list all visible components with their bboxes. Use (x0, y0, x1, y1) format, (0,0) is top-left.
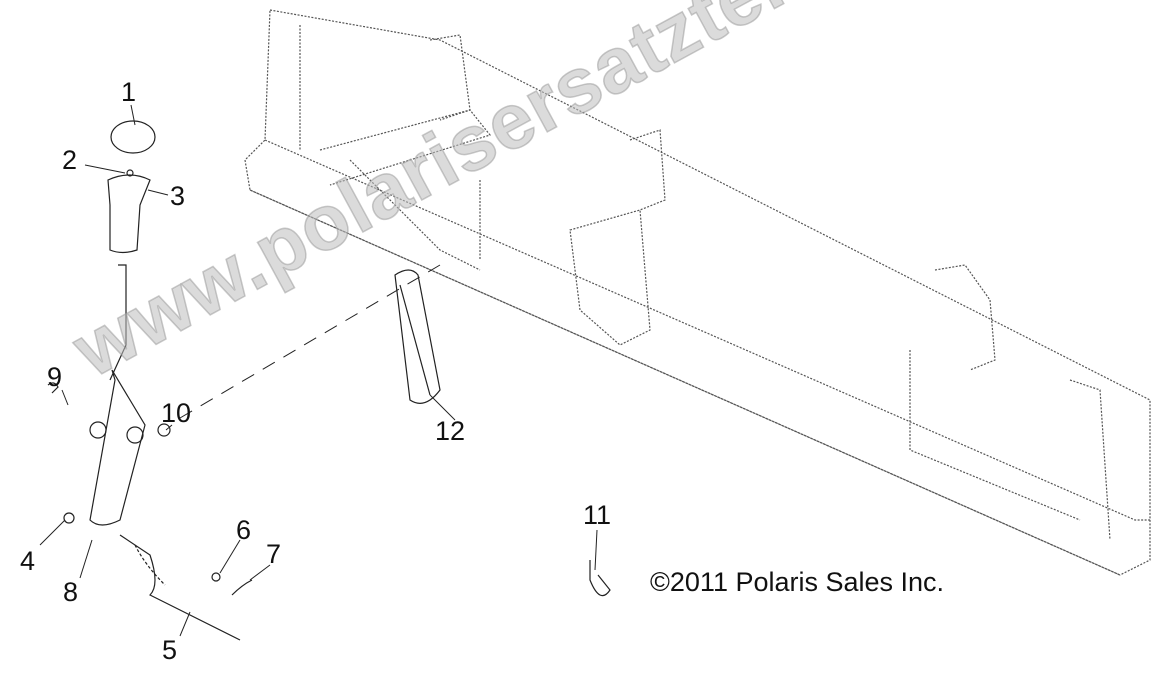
callout-8: 8 (63, 577, 79, 607)
clip-11 (589, 560, 611, 597)
shift-lever (109, 264, 127, 381)
bushing-2 (126, 426, 144, 444)
boot-12 (394, 269, 441, 404)
cable-boot (134, 544, 166, 586)
callout-6: 6 (236, 515, 252, 545)
nut-10 (157, 423, 171, 437)
callout-5: 5 (162, 635, 178, 665)
callout-11: 11 (583, 500, 612, 530)
boot-12-inner (399, 284, 431, 396)
callout-10: 10 (161, 398, 192, 428)
shift-knob-cap (110, 120, 156, 154)
cable-5 (119, 534, 241, 641)
screw (126, 169, 134, 177)
clip-9 (47, 382, 59, 394)
shift-arm (89, 369, 146, 526)
copyright-text: ©2011 Polaris Sales Inc. (650, 567, 945, 597)
callout-4: 4 (20, 546, 36, 576)
callout-3: 3 (170, 181, 186, 211)
leader-lines (39, 104, 598, 637)
washer-6 (211, 572, 221, 582)
frame-drawing (244, 9, 1151, 576)
callout-7: 7 (266, 539, 282, 569)
bushing (89, 421, 107, 439)
shifter-parts (47, 120, 611, 641)
shift-knob (107, 174, 151, 254)
callout-9: 9 (47, 362, 63, 392)
nut-4 (63, 512, 75, 524)
callout-1: 1 (121, 77, 137, 107)
callout-2: 2 (62, 145, 78, 175)
callout-12: 12 (435, 416, 466, 446)
pin-7 (231, 579, 253, 596)
